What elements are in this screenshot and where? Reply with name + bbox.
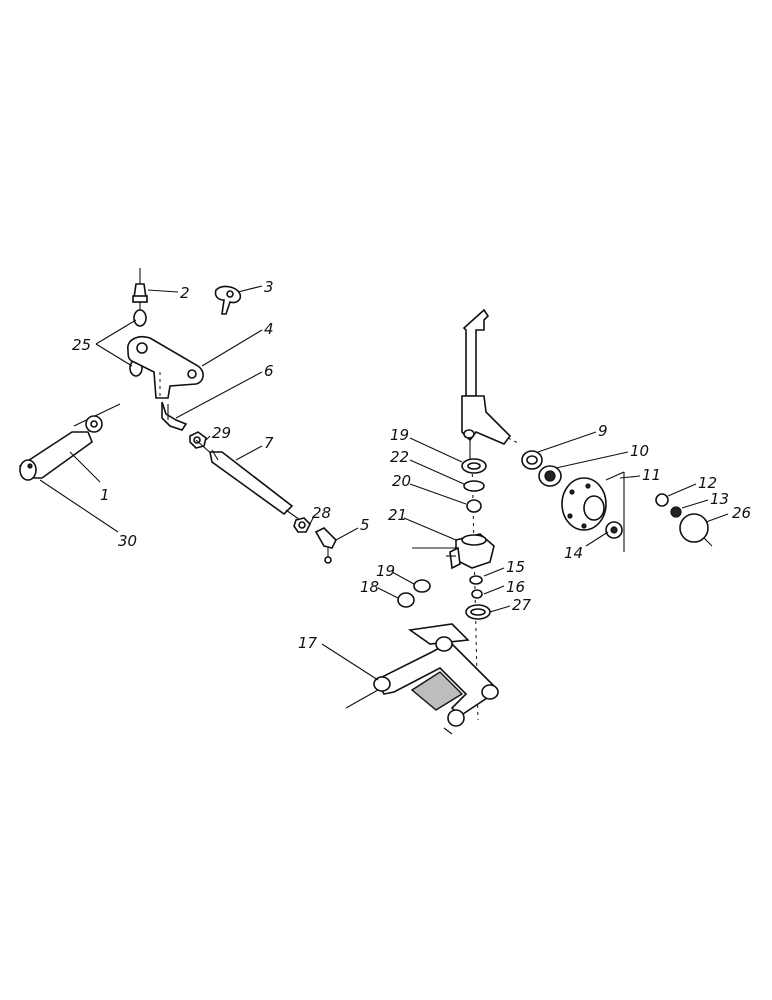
callout-26: 26	[732, 504, 751, 522]
part-18-bushing	[397, 592, 415, 608]
part-15-washer	[469, 575, 483, 585]
part-28-nut	[293, 517, 311, 533]
callout-17: 17	[298, 634, 318, 652]
callout-25: 25	[72, 336, 91, 354]
callout-9: 9	[598, 422, 608, 440]
part-7-tie-rod	[195, 439, 301, 521]
callout-29: 29	[212, 424, 231, 442]
callout-13: 13	[710, 490, 729, 508]
callout-11: 11	[642, 466, 661, 484]
callout-7: 7	[264, 434, 274, 452]
callout-14: 14	[564, 544, 583, 562]
part-19-seal-ring	[461, 458, 487, 474]
part-17-a-arm	[345, 623, 499, 735]
callout-27: 27	[512, 596, 532, 614]
callout-1: 1	[100, 486, 110, 504]
callout-5: 5	[360, 516, 370, 534]
callout-16: 16	[506, 578, 525, 596]
part-5-tie-rod-end	[314, 527, 337, 564]
part-16-nut	[471, 589, 483, 599]
callout-15: 15	[506, 558, 525, 576]
part-19-bushing	[413, 579, 431, 593]
part-4-steering-arm	[127, 335, 204, 399]
callout-18: 18	[360, 578, 379, 596]
part-22-washer	[463, 480, 485, 492]
part-9-seal	[521, 450, 543, 470]
part-14-bearing	[605, 521, 623, 539]
callout-21: 21	[388, 506, 407, 524]
part-6-ball-joint	[161, 401, 188, 431]
callout-19-top: 19	[390, 426, 409, 444]
callout-6: 6	[264, 362, 274, 380]
leader-lines	[39, 285, 729, 681]
callout-20: 20	[392, 472, 411, 490]
part-25-bushings	[129, 309, 147, 377]
part-27-ring	[465, 604, 491, 620]
part-1-cylinder	[19, 403, 121, 481]
part-3-bracket	[214, 285, 242, 315]
callout-2: 2	[180, 284, 190, 302]
leader-lines-center	[377, 437, 467, 599]
callout-30: 30	[118, 532, 137, 550]
part-20-bearing	[466, 499, 482, 513]
callout-12: 12	[698, 474, 717, 492]
callout-3: 3	[264, 278, 274, 296]
callout-28: 28	[312, 504, 331, 522]
part-26-cap	[679, 513, 713, 547]
callout-10: 10	[630, 442, 649, 460]
callout-4: 4	[264, 320, 274, 338]
callout-19-left: 19	[376, 562, 395, 580]
part-29-nut	[189, 431, 207, 449]
callout-labels: 1 2 3 4 5 6 7 9 10 11 12 13 14 15 16 17 …	[72, 278, 751, 652]
part-2-pin	[132, 268, 148, 310]
part-21-knuckle	[446, 533, 495, 570]
part-10-bearing	[538, 465, 562, 487]
steering-column	[461, 308, 521, 460]
part-12-washer	[655, 493, 669, 507]
callout-22: 22	[390, 448, 409, 466]
part-11-hub	[561, 471, 625, 552]
part-13-nut	[670, 506, 682, 518]
